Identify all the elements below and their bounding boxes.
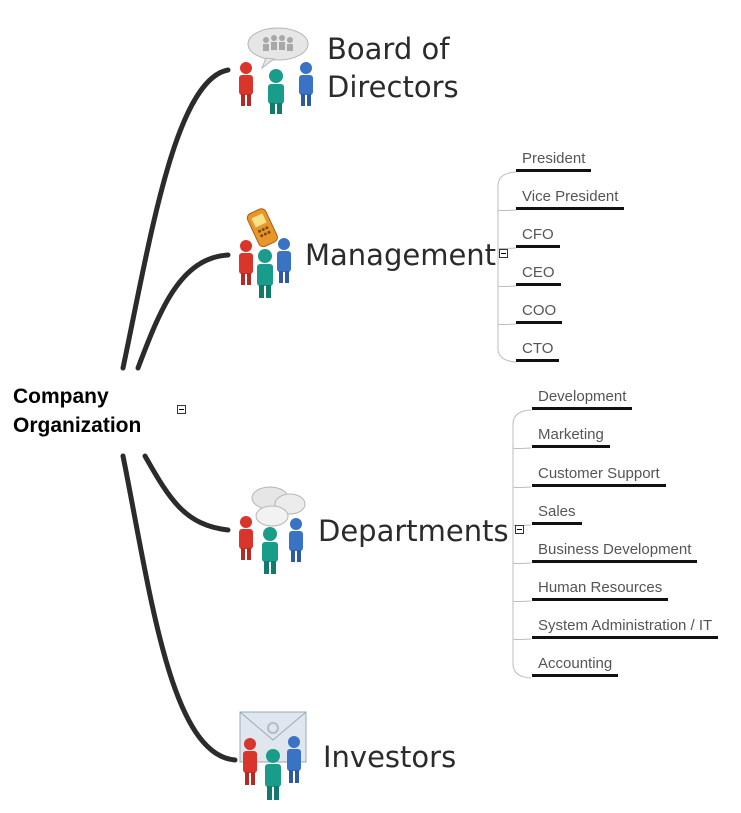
leaf-system-administration-it[interactable]: System Administration / IT bbox=[532, 617, 719, 639]
connector-management bbox=[135, 252, 231, 371]
branch-departments[interactable]: Departments bbox=[318, 514, 509, 548]
root-collapse-toggle[interactable] bbox=[177, 405, 186, 414]
connector-board bbox=[120, 67, 231, 371]
people-phone-icon bbox=[236, 206, 296, 301]
management-collapse-toggle[interactable] bbox=[499, 249, 508, 258]
leaf-human-resources[interactable]: Human Resources bbox=[532, 579, 669, 601]
leaf-president[interactable]: President bbox=[516, 150, 592, 172]
branch-board-of-directors[interactable]: Board of Directors bbox=[327, 30, 459, 106]
management-bracket bbox=[497, 171, 517, 363]
leaf-marketing[interactable]: Marketing bbox=[532, 426, 610, 448]
root-label-line1: Company bbox=[13, 385, 109, 408]
root-label-line2: Organization bbox=[13, 414, 142, 437]
departments-collapse-toggle[interactable] bbox=[515, 525, 524, 534]
leaf-ceo[interactable]: CEO bbox=[516, 264, 561, 286]
leaf-vice-president[interactable]: Vice President bbox=[516, 188, 625, 210]
departments-bracket bbox=[512, 409, 532, 679]
leaf-coo[interactable]: COO bbox=[516, 302, 563, 324]
leaf-development[interactable]: Development bbox=[532, 388, 633, 410]
board-label-line1: Board of bbox=[327, 32, 450, 66]
connector-departments bbox=[142, 453, 231, 533]
leaf-accounting[interactable]: Accounting bbox=[532, 655, 619, 677]
branch-management[interactable]: Management bbox=[305, 238, 497, 272]
branch-investors[interactable]: Investors bbox=[323, 740, 457, 774]
leaf-sales[interactable]: Sales bbox=[532, 503, 582, 525]
board-label-line2: Directors bbox=[327, 70, 459, 104]
root-topic[interactable]: Company Organization bbox=[13, 382, 141, 440]
leaf-cfo[interactable]: CFO bbox=[516, 226, 560, 248]
people-mail-icon bbox=[236, 710, 312, 802]
connector-investors bbox=[120, 453, 238, 763]
leaf-business-development[interactable]: Business Development bbox=[532, 541, 698, 563]
leaf-customer-support[interactable]: Customer Support bbox=[532, 465, 666, 487]
people-chat-icon bbox=[236, 484, 308, 576]
people-speech-icon bbox=[236, 24, 318, 114]
leaf-cto[interactable]: CTO bbox=[516, 340, 560, 362]
